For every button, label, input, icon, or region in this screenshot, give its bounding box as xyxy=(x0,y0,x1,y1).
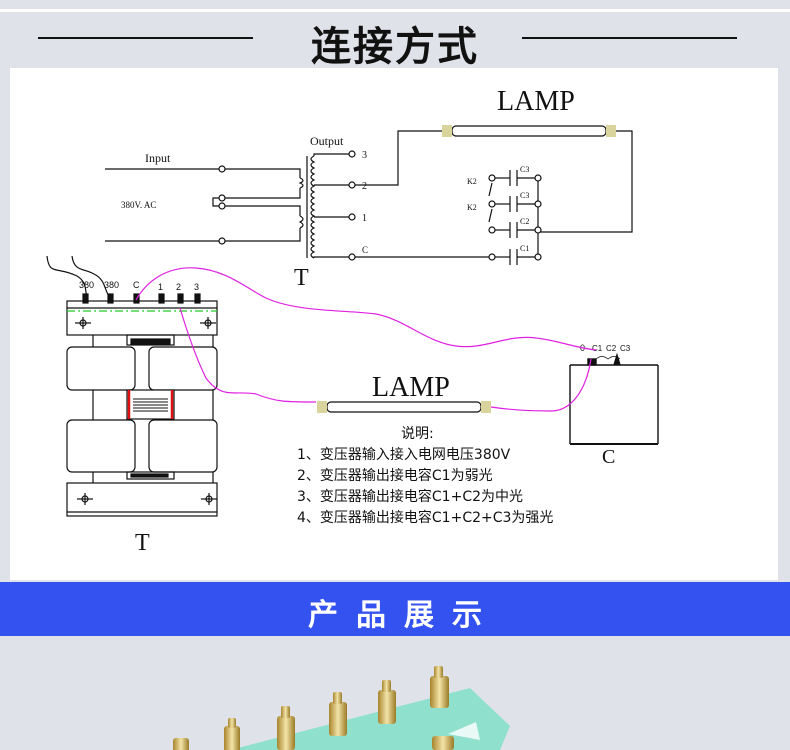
lamp-tube xyxy=(451,125,607,137)
capacitor-label: C2 xyxy=(520,217,529,226)
connection-wires xyxy=(135,267,597,412)
terminal-label: 3 xyxy=(194,282,199,292)
cap-terminal-label: C3 xyxy=(620,344,631,353)
output-terminal-1 xyxy=(348,213,356,221)
lamp-label-top: LAMP xyxy=(497,86,575,117)
input-terminal xyxy=(218,237,226,245)
primary-coil xyxy=(298,177,304,189)
product-photo xyxy=(0,636,790,750)
output-label: Output xyxy=(310,134,344,148)
title-divider-left xyxy=(38,37,253,39)
tap-label-3: 3 xyxy=(362,150,367,161)
banner-title: 产品展示 xyxy=(308,598,500,633)
notes: 说明: 1、变压器输入接入电网电压380V 2、变压器输出接电容C1为弱光 3、… xyxy=(297,424,553,529)
tap-label-2: 2 xyxy=(362,181,367,192)
terminal-label: 2 xyxy=(176,282,181,292)
mount-hole-icon xyxy=(75,317,91,329)
tap-label-1: 1 xyxy=(362,213,367,224)
transformer-label: T xyxy=(294,265,309,291)
tap-label-c: C xyxy=(362,245,368,255)
terminal-label: 380 xyxy=(79,280,94,290)
section-title: 连接方式 xyxy=(311,24,479,70)
transformer-label-physical: T xyxy=(135,530,150,556)
cap-terminal-label: C1 xyxy=(592,344,603,353)
brass-terminals xyxy=(173,666,454,750)
capacitor-bank xyxy=(488,170,542,265)
title-divider-right xyxy=(522,37,737,39)
lamp-end-cap xyxy=(317,401,327,413)
input-terminal xyxy=(218,202,226,210)
capacitor-box xyxy=(569,352,659,445)
input-terminal xyxy=(218,194,226,202)
notes-heading: 说明: xyxy=(401,426,434,442)
note-item: 3、变压器输出接电容C1+C2为中光 xyxy=(297,489,524,505)
top-strip xyxy=(0,0,790,12)
terminal-label: 380 xyxy=(104,280,119,290)
capacitor-label: C1 xyxy=(520,244,529,253)
wire-lamp-to-c1 xyxy=(490,358,592,412)
capacitor-label: C3 xyxy=(520,165,529,174)
note-item: 2、变压器输出接电容C1为弱光 xyxy=(297,468,493,484)
terminal-label: C xyxy=(133,280,140,290)
lamp-tube xyxy=(326,401,482,413)
switch-k2 xyxy=(488,182,493,197)
mount-hole-icon xyxy=(77,493,93,505)
mount-hole-icon xyxy=(200,317,216,329)
capacitor-label: C xyxy=(602,446,615,468)
product-banner: 产品展示 xyxy=(0,582,790,636)
physical-transformer xyxy=(46,255,218,517)
voltage-label: 380V. AC xyxy=(121,200,156,210)
lamp-end-cap xyxy=(606,125,616,137)
lamp-physical xyxy=(317,401,491,413)
wiring-diagram-panel: Input 380V. AC Output 3 2 1 C T LAMP K2 … xyxy=(10,68,778,580)
lamp-label-bottom: LAMP xyxy=(372,372,450,403)
terminal-label: 1 xyxy=(158,282,163,292)
input-terminal xyxy=(218,165,226,173)
switch-label: K2 xyxy=(467,203,477,212)
input-cable xyxy=(46,255,88,299)
switch-k2 xyxy=(488,208,493,223)
section-header: 连接方式 xyxy=(0,12,790,70)
switch-label: K2 xyxy=(467,177,477,186)
note-item: 1、变压器输入接入电网电压380V xyxy=(297,447,511,463)
wiring-diagram: Input 380V. AC Output 3 2 1 C T LAMP K2 … xyxy=(46,86,659,556)
input-cable xyxy=(71,255,111,299)
cap-terminal-label: C2 xyxy=(606,344,617,353)
note-item: 4、变压器输出接电容C1+C2+C3为强光 xyxy=(297,510,554,526)
secondary-coil xyxy=(310,155,316,259)
output-terminal-2 xyxy=(348,181,356,189)
mount-hole-icon xyxy=(201,493,217,505)
wire-c-to-capacitor xyxy=(135,267,597,351)
input-label: Input xyxy=(145,151,171,165)
output-terminal-3 xyxy=(348,150,356,158)
primary-coil xyxy=(298,215,304,229)
terminal-board xyxy=(230,688,510,750)
output-terminal-c xyxy=(348,253,356,261)
lamp-end-cap xyxy=(442,125,452,137)
capacitor-label: C3 xyxy=(520,191,529,200)
wire-2-to-lamp xyxy=(179,307,317,403)
schematic xyxy=(105,125,633,265)
lamp-end-cap xyxy=(481,401,491,413)
